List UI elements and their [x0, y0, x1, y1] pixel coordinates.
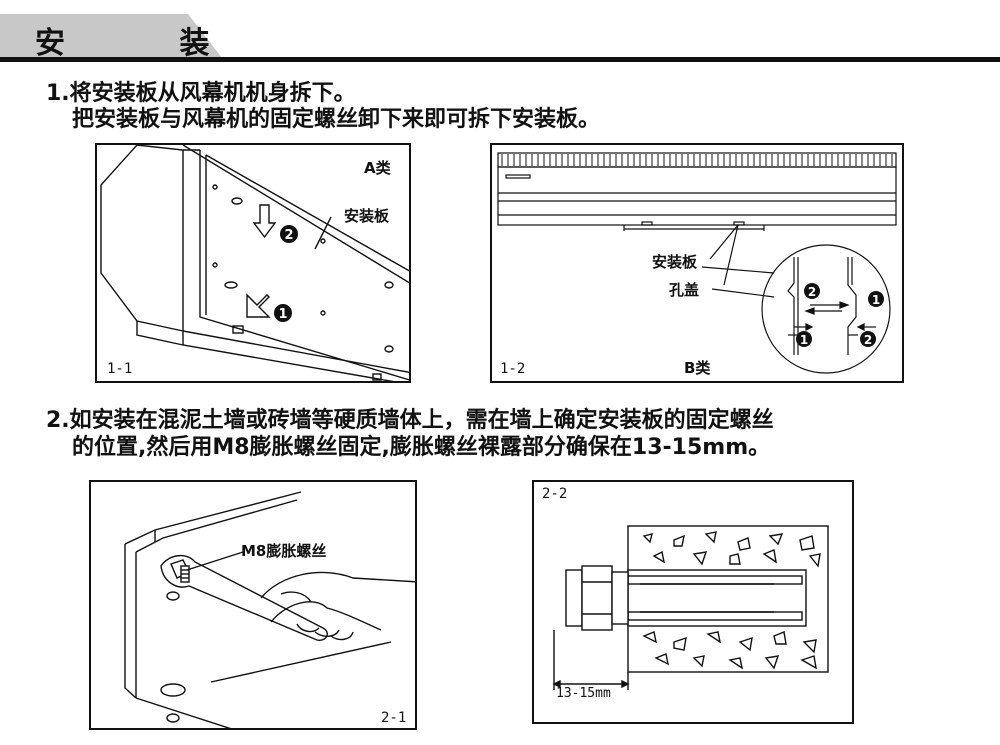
figure-1-2-cover-label: 孔盖 [669, 281, 700, 299]
figure-2-1-number: 2-1 [381, 710, 407, 726]
figure-1-1-drawing: 2 1 [100, 145, 409, 381]
marker-2-icon: 2 [280, 225, 298, 243]
step1-line2: 把安装板与风幕机的固定螺丝卸下来即可拆下安装板。 [72, 107, 601, 132]
figure-2-2: 2-2 13-15mm [532, 480, 854, 724]
step2-line2: 的位置,然后用M8膨胀螺丝固定,膨胀螺丝裸露部分确保在13-15mm。 [72, 435, 771, 460]
marker-2b-icon: 2 [860, 331, 876, 347]
figure-2-2-dimension-label: 13-15mm [556, 686, 611, 701]
marker-1b-icon: 1 [796, 331, 812, 347]
figure-1-2: 2 1 1 2 安装板 孔盖 B类 1-2 [490, 143, 904, 383]
step2-line1: 2.如安装在混泥土墙或砖墙等硬质墙体上，需在墙上确定安装板的固定螺丝 [46, 408, 774, 433]
marker-2b-text: 2 [864, 333, 872, 347]
figure-2-1-bolt-label: M8膨胀螺丝 [241, 542, 327, 560]
figure-2-2-drawing [552, 525, 829, 690]
marker-1b-text: 1 [800, 333, 808, 347]
figure-2-1: M8膨胀螺丝 2-1 [89, 480, 417, 730]
figure-2-2-number: 2-2 [542, 486, 568, 502]
figure-2-1-drawing [124, 491, 415, 728]
marker-1-icon: 1 [274, 304, 292, 322]
figure-1-2-drawing: 2 1 1 2 [497, 152, 897, 374]
figure-1-2-type-label: B类 [684, 359, 711, 377]
marker-2-text: 2 [284, 228, 293, 243]
marker-1-text: 1 [278, 307, 287, 322]
figure-1-1-number: 1-1 [107, 361, 133, 377]
header-tab [0, 14, 222, 58]
figure-1-2-plate-label: 安装板 [652, 253, 698, 271]
marker-2-text: 2 [808, 285, 816, 299]
figure-1-1-type-label: A类 [364, 159, 391, 177]
figure-1-1: 2 1 A类 安装板 1-1 [95, 143, 411, 383]
marker-1-icon: 1 [868, 291, 884, 307]
marker-2-icon: 2 [804, 283, 820, 299]
section-title: 安 装 [35, 26, 262, 61]
marker-1-text: 1 [872, 293, 880, 307]
figure-1-1-plate-label: 安装板 [344, 207, 390, 225]
step1-line1: 1.将安装板从风幕机机身拆下。 [46, 81, 356, 106]
header-divider [0, 57, 1000, 62]
figure-1-2-number: 1-2 [500, 361, 526, 377]
